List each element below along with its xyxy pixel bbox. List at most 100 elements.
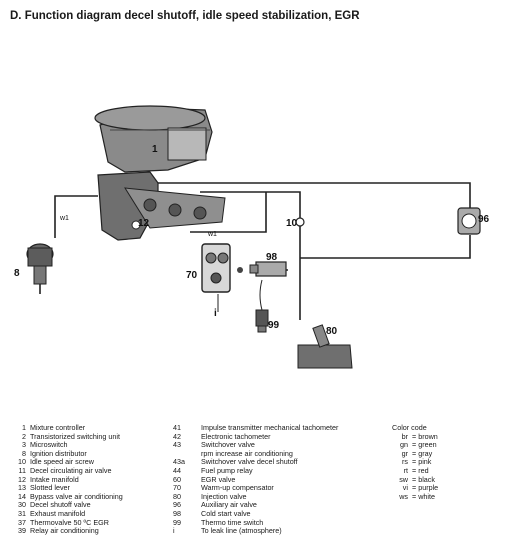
legend-num: 12 — [18, 474, 26, 484]
callout-99: 99 — [268, 320, 280, 331]
wire-99 — [259, 279, 263, 311]
legend-item: 11 Decel circulating air valve — [8, 465, 123, 476]
legend-num: 31 — [18, 508, 26, 518]
color-code-item: vi = purple — [392, 484, 438, 493]
legend-label: Intake manifold — [30, 474, 79, 484]
callout-70: 70 — [186, 270, 198, 281]
legend-label: Mixture controller — [30, 423, 86, 432]
legend-label: Injection valve — [201, 491, 247, 501]
color-code-name: purple — [418, 483, 439, 493]
legend-item: 98 Cold start valve — [173, 508, 338, 519]
color-code-abbr: vi — [402, 483, 408, 493]
color-code-abbr: ws — [399, 491, 408, 501]
legend-item: 96 Auxiliary air valve — [173, 501, 338, 510]
injection-valve — [297, 324, 353, 369]
color-code-item: gn = green — [392, 441, 438, 450]
idle-speed-air-screw — [295, 217, 305, 227]
callout-w1-left: w1 — [59, 215, 69, 222]
legend-num: 44 — [173, 465, 181, 475]
legend-label: Transistorized switching unit — [30, 431, 121, 441]
legend-label: Exhaust manifold — [30, 508, 86, 518]
legend-item: 60 EGR valve — [173, 474, 338, 485]
callout-98: 98 — [266, 252, 278, 263]
legend-item: 43a Switchover valve decel shutoff — [173, 458, 338, 467]
color-code-name: black — [418, 474, 435, 484]
legend-label: Microswitch — [30, 440, 68, 450]
legend-item: 39 Relay air conditioning — [8, 527, 123, 536]
color-code-name: brown — [418, 431, 438, 441]
color-code-item: rt = red — [392, 465, 438, 476]
legend-label: Idle speed air screw — [30, 457, 94, 467]
legend-label: Ignition distributor — [30, 448, 87, 458]
legend-num: 98 — [173, 508, 181, 518]
legend-item: 8 Ignition distributor — [8, 448, 123, 459]
color-code-name: gray — [418, 448, 433, 458]
legend-num: 11 — [18, 465, 26, 475]
vacuum-line-to-96 — [300, 235, 471, 259]
vacuum-line-main — [158, 182, 471, 208]
thermo-time-switch — [255, 309, 269, 333]
color-code-abbr: sw — [399, 474, 408, 484]
legend-num: 39 — [18, 526, 26, 536]
color-code-name: white — [418, 491, 435, 501]
callout-10: 10 — [286, 218, 298, 229]
callouts: 1 8 10 12 70 96 98 99 80 i w1 w1 — [14, 144, 490, 337]
legend-label: Bypass valve air conditioning — [30, 491, 123, 501]
auxiliary-air-valve — [457, 207, 481, 235]
legend-label: Switchover valve decel shutoff — [201, 457, 298, 467]
color-code-abbr: br — [401, 431, 408, 441]
color-code-name: red — [418, 465, 429, 475]
legend-num: 8 — [22, 448, 26, 458]
callout-i: i — [214, 308, 217, 319]
legend-label: Decel circulating air valve — [30, 465, 112, 475]
legend-label: Auxiliary air valve — [201, 500, 257, 510]
legend-label: Slotted lever — [30, 483, 70, 493]
legend-label: Fuel pump relay — [201, 465, 253, 475]
legend-num: 3 — [22, 440, 26, 450]
legend-label: Relay air conditioning — [30, 526, 99, 536]
color-code-heading: Color code — [392, 423, 427, 432]
color-code-item: ws = white — [392, 491, 438, 502]
vacuum-line-to-70 — [190, 192, 267, 233]
legend-num: 41 — [173, 423, 181, 432]
color-code-name: green — [418, 440, 437, 450]
legend-label: Thermo time switch — [201, 517, 264, 527]
legend-label: Cold start valve — [201, 508, 251, 518]
legend-label: rpm increase air conditioning — [201, 448, 293, 458]
mixture-controller — [94, 105, 213, 173]
legend-item: 44 Fuel pump relay — [173, 465, 338, 476]
legend-num: 13 — [18, 483, 26, 493]
callout-1: 1 — [152, 144, 158, 155]
legend-num: 42 — [173, 431, 181, 441]
legend-num: 43a — [173, 457, 185, 467]
diagram-title: D. Function diagram decel shutoff, idle … — [10, 10, 360, 22]
legend-num: 70 — [173, 483, 181, 493]
legend-num: 1 — [22, 423, 26, 432]
color-code-legend: Color code br = brown gn = green gr = gr… — [392, 423, 438, 502]
function-diagram: 1 8 10 12 70 96 98 99 80 i w1 w1 — [14, 105, 490, 369]
intake-manifold — [97, 171, 226, 241]
color-code-item: gr = gray — [392, 448, 438, 459]
legend-num: 60 — [173, 474, 181, 484]
color-code-item: br = brown — [392, 431, 438, 442]
legend-num: 96 — [173, 500, 181, 510]
vacuum-line-middle — [200, 191, 301, 210]
legend-num: 10 — [18, 457, 26, 467]
legend-item: rpm increase air conditioning — [173, 448, 338, 459]
legend-item: 31 Exhaust manifold — [8, 508, 123, 519]
ignition-distributor — [26, 243, 54, 294]
legend-label: EGR valve — [201, 474, 236, 484]
color-code-abbr: gr — [401, 448, 408, 458]
